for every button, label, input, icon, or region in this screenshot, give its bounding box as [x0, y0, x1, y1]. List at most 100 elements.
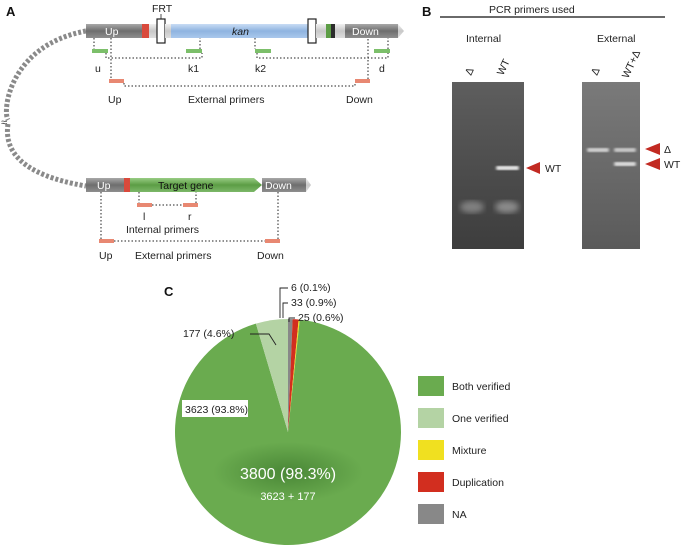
primer-k2-label: k2 — [255, 63, 266, 75]
legend-label-2: One verified — [452, 413, 509, 425]
primer-d-label: d — [379, 63, 385, 75]
band-label-wt-internal: WT — [545, 163, 562, 175]
primer-down-top — [355, 79, 370, 83]
top-construct: FRT Up kan Down u k1 k2 d Up External pr… — [86, 3, 404, 106]
primer-d — [374, 49, 390, 53]
start-codon-mark — [142, 24, 149, 38]
chromosome-arc — [3, 28, 87, 189]
external-title: External — [597, 33, 636, 45]
pie-chart — [175, 319, 402, 545]
external-down-label-bottom: Down — [257, 250, 284, 262]
panel-c-letter: C — [164, 284, 174, 299]
leader-line-one — [250, 333, 277, 346]
bottom-construct: Up Target gene Down l r Internal primers… — [86, 178, 311, 262]
slice-na — [288, 319, 293, 432]
band-label-wt-external: WT — [664, 159, 681, 171]
primer-u — [92, 49, 108, 53]
up-segment-bottom — [86, 178, 124, 192]
primer-u-label: u — [95, 63, 101, 75]
slice-label-mixture: 6 (0.1%) — [291, 282, 331, 294]
down-segment — [345, 24, 398, 38]
legend-swatch-5 — [418, 504, 444, 524]
panel-b: B PCR primers used Internal External Δ W… — [422, 4, 681, 249]
panel-c: C 3800 (98.3%) 3623 + 177 3623 (93.8%) 1… — [164, 282, 511, 545]
primer-down-bottom — [265, 239, 280, 243]
pie-center-sublabel: 3623 + 177 — [260, 491, 315, 503]
panel-b-title: PCR primers used — [489, 4, 575, 16]
primer-dimer-blob-1 — [460, 201, 484, 213]
panel-b-letter: B — [422, 4, 431, 19]
frt-site-left — [156, 18, 166, 44]
legend-swatch-3 — [418, 440, 444, 460]
external-up-label-bottom: Up — [99, 250, 113, 262]
legend-swatch-1 — [418, 376, 444, 396]
band-label-delta-external: Δ — [664, 144, 671, 156]
external-primers-label-top: External primers — [188, 94, 264, 106]
primer-up-bottom — [99, 239, 114, 243]
slice-label-one: 177 (4.6%) — [183, 328, 234, 340]
target-gene-label: Target gene — [158, 180, 214, 192]
slice-one-verified — [255, 319, 288, 432]
legend-label-1: Both verified — [452, 381, 511, 393]
arrow-wt-external — [645, 158, 660, 170]
legend-label-4: Duplication — [452, 477, 504, 489]
panel-a: A ≈ FRT Up kan Down — [1, 3, 404, 262]
primer-k1 — [186, 49, 202, 53]
external-primers-label-bottom: External primers — [135, 250, 211, 262]
lane-label-external-wtdelta: WT+Δ — [620, 48, 643, 80]
gel-band-delta-lane1 — [587, 148, 609, 152]
internal-primers-label: Internal primers — [126, 224, 199, 236]
arrow-wt-internal — [526, 162, 540, 174]
slice-label-duplication: 33 (0.9%) — [291, 297, 337, 309]
lane-label-external-delta: Δ — [589, 66, 603, 77]
legend-swatch-2 — [418, 408, 444, 428]
primer-dimer-blob-2 — [495, 201, 519, 213]
up-label-bottom: Up — [97, 180, 111, 192]
kan-segment — [171, 24, 308, 38]
primer-l-label: l — [143, 211, 145, 223]
panel-a-letter: A — [6, 4, 16, 19]
kan-label: kan — [232, 26, 249, 38]
internal-gel — [452, 82, 524, 249]
leader-line-mixture — [279, 287, 288, 318]
internal-title: Internal — [466, 33, 501, 45]
legend-label-5: NA — [452, 509, 467, 521]
internal-gel-image — [452, 82, 524, 249]
primer-r-label: r — [188, 211, 192, 223]
gel-band-wt-lane2 — [614, 162, 636, 166]
leader-line-duplication — [282, 302, 288, 318]
lane-label-internal-wt: WT — [495, 57, 513, 77]
external-gel — [582, 82, 640, 249]
frt-label: FRT — [152, 3, 173, 15]
primer-k2 — [255, 49, 271, 53]
down-label-bottom: Down — [265, 180, 292, 192]
external-up-label-top: Up — [108, 94, 122, 106]
primer-r — [183, 203, 198, 207]
leader-line-na — [288, 317, 295, 322]
up-label: Up — [105, 26, 119, 38]
gel-band-delta-lane2 — [614, 148, 636, 152]
arrow-delta-external — [645, 143, 660, 155]
legend-label-3: Mixture — [452, 445, 487, 457]
primer-l — [137, 203, 152, 207]
pie-center-glow — [213, 442, 363, 502]
slice-duplication — [288, 319, 299, 432]
gel-band-wt-internal — [496, 166, 519, 170]
target-gene-segment — [130, 178, 254, 192]
frt-site-right — [307, 18, 317, 44]
pie-center-label: 3800 (98.3%) — [240, 466, 336, 483]
chromosome-break-icon: ≈ — [1, 117, 7, 129]
external-down-label-top: Down — [346, 94, 373, 106]
slice-label-both: 3623 (93.8%) — [185, 404, 248, 416]
primer-k1-label: k1 — [188, 63, 199, 75]
up-segment — [86, 24, 142, 38]
slice-label-na: 25 (0.6%) — [298, 312, 344, 324]
primer-up-top — [109, 79, 124, 83]
lane-label-internal-delta: Δ — [463, 66, 477, 77]
down-segment-bottom — [262, 178, 306, 192]
down-label: Down — [352, 26, 379, 38]
legend-swatch-4 — [418, 472, 444, 492]
slice-label-box-both — [182, 400, 248, 417]
